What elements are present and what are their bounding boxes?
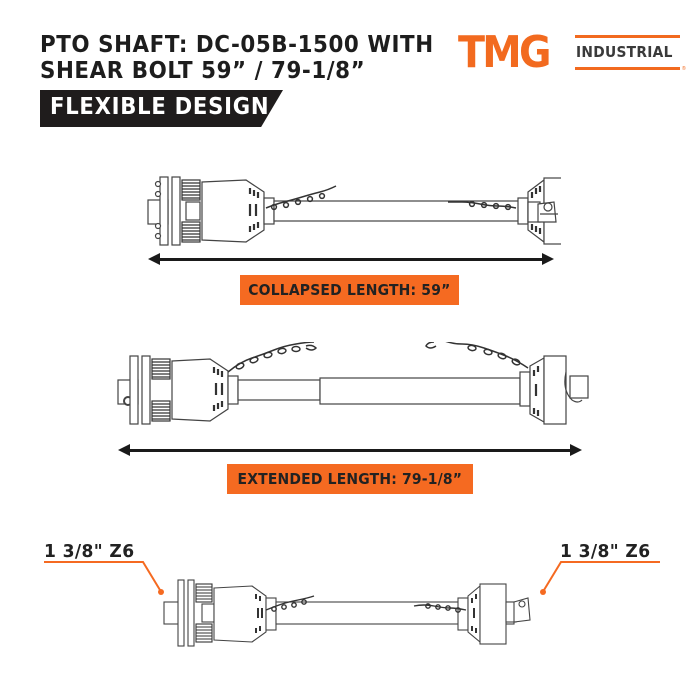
collapsed-length-dimension-arrow — [148, 253, 554, 265]
page-title: PTO SHAFT: DC-05B-1500 WITH SHEAR BOLT 5… — [40, 32, 434, 84]
pto-shaft-end-spec-drawing — [163, 579, 531, 647]
pto-yoke-right-collapsed — [527, 201, 558, 223]
right-end-spec-label: 1 3/8" Z6 — [560, 541, 651, 562]
pto-shaft-extended-drawing — [117, 342, 589, 425]
title-line-2: SHEAR BOLT 59” / 79-1/8” — [40, 58, 366, 84]
extended-length-label: EXTENDED LENGTH: 79-1/8” — [227, 464, 473, 494]
collapsed-length-label: COLLAPSED LENGTH: 59” — [240, 275, 459, 305]
left-end-leader-line — [44, 561, 164, 595]
banner-label: FLEXIBLE DESIGN — [50, 94, 270, 120]
logo-brand: TMG — [458, 27, 552, 78]
right-end-leader-line — [540, 561, 660, 595]
left-end-spec-label: 1 3/8" Z6 — [44, 541, 135, 562]
pto-shaft-collapsed-drawing — [147, 176, 561, 246]
logo-rule-top — [575, 35, 680, 38]
title-line-1: PTO SHAFT: DC-05B-1500 WITH — [40, 32, 434, 58]
registered-mark: ® — [682, 66, 686, 72]
logo-subbrand: INDUSTRIAL — [576, 43, 673, 61]
extended-length-dimension-arrow — [118, 444, 582, 456]
feature-banner: FLEXIBLE DESIGN — [40, 90, 283, 127]
brand-logo: TMG INDUSTRIAL ® — [458, 27, 686, 78]
logo-rule-bottom — [575, 67, 680, 70]
